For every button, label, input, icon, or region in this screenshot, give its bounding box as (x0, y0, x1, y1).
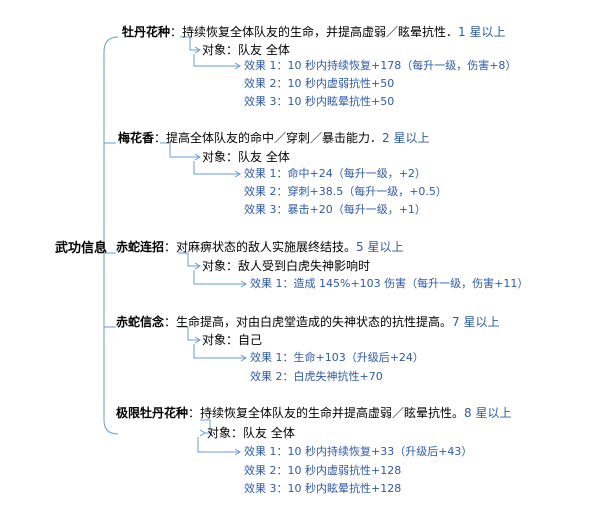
skill-desc: ：对麻痹状态的敌人实施展终结技。 (164, 240, 357, 254)
connector-line (205, 420, 211, 434)
skill-stars: 2 星以上 (382, 131, 430, 145)
skill-target: 对象：队友 全体 (207, 426, 295, 440)
skill-heading: 极限牡丹花种：持续恢复全体队友的生命并提高虚弱／眩晕抗性。8 星以上 (116, 407, 511, 419)
skill-heading: 赤蛇连招：对麻痹状态的敌人实施展终结技。5 星以上 (116, 241, 403, 253)
skill-effect: 效果 2：10 秒内虚弱抗性+50 (244, 77, 395, 90)
skill-effect: 效果 1：10 秒内持续恢复+33（升级后+43） (244, 445, 473, 458)
skill-heading: 牡丹花种：持续恢复全体队友的生命，并提高虚弱／眩晕抗性．1 星以上 (122, 26, 505, 38)
skill-target: 对象：敌人受到白虎失神影响时 (202, 259, 371, 273)
skill-effect: 效果 3：10 秒内眩晕抗性+128 (244, 482, 402, 495)
skill-stars: 8 星以上 (464, 406, 512, 420)
skill-stars: 5 星以上 (356, 240, 404, 254)
skill-name: 赤蛇连招 (116, 240, 165, 254)
connector-arrowhead (234, 448, 241, 456)
connector-arrowhead (194, 262, 201, 270)
connector-line (103, 36, 119, 435)
skill-target: 对象：队友 全体 (202, 43, 290, 57)
skill-name: 极限牡丹花种 (116, 406, 189, 420)
skill-effect: 效果 2：白虎失神抗性+70 (250, 370, 383, 383)
skill-effect: 效果 1：生命+103（升级后+24） (250, 351, 424, 364)
connector-arrowhead (194, 153, 201, 161)
skill-name: 赤蛇信念 (116, 315, 165, 329)
skill-desc: ：持续恢复全体队友的生命并提高虚弱／眩晕抗性。 (188, 406, 465, 420)
connector-line (197, 437, 240, 453)
connector-line (187, 253, 200, 267)
skill-name: 牡丹花种 (122, 25, 171, 39)
skill-target: 对象：自己 (202, 333, 263, 347)
connector-arrowhead (199, 429, 206, 437)
connector-line (169, 143, 200, 158)
skill-effect: 效果 1：造成 145%+103 伤害（每升一级，伤害+11） (250, 277, 529, 290)
root-node: 武功信息 (55, 241, 108, 256)
skill-target: 对象：队友 全体 (202, 150, 290, 164)
connector-line (187, 327, 200, 341)
connector-arrowhead (240, 280, 247, 288)
connector-line (193, 344, 246, 359)
connector-line (189, 37, 200, 51)
connector-line (193, 54, 240, 67)
skill-heading: 梅花香：提高全体队友的命中／穿刺／暴击能力．2 星以上 (118, 132, 429, 144)
connector-line (193, 161, 240, 175)
connector-arrowhead (234, 170, 241, 178)
skill-effect: 效果 3：暴击+20（每升一级，+1） (244, 203, 426, 216)
connector-arrowhead (234, 62, 241, 70)
skill-effect: 效果 2：10 秒内虚弱抗性+128 (244, 464, 402, 477)
skill-effect: 效果 1：10 秒内持续恢复+178（每升一级，伤害+8） (244, 59, 517, 72)
skill-effect: 效果 2：穿刺+38.5（每升一级，+0.5） (244, 185, 447, 198)
skill-heading: 赤蛇信念：生命提高，对由白虎堂造成的失神状态的抗性提高。7 星以上 (116, 316, 499, 328)
skill-stars: 1 星以上 (458, 25, 506, 39)
skill-stars: 7 星以上 (452, 315, 500, 329)
skill-effect: 效果 1：命中+24（每升一级，+2） (244, 167, 426, 180)
connector-line (193, 270, 246, 285)
skill-name: 梅花香 (118, 131, 155, 145)
connector-arrowhead (194, 336, 201, 344)
skill-desc: ：提高全体队友的命中／穿刺／暴击能力． (154, 131, 383, 145)
skill-desc: ：持续恢复全体队友的生命，并提高虚弱／眩晕抗性． (170, 25, 459, 39)
skill-effect: 效果 3：10 秒内眩晕抗性+50 (244, 95, 395, 108)
connector-arrowhead (240, 354, 247, 362)
connector-arrowhead (194, 46, 201, 54)
skill-desc: ：生命提高，对由白虎堂造成的失神状态的抗性提高。 (164, 315, 453, 329)
